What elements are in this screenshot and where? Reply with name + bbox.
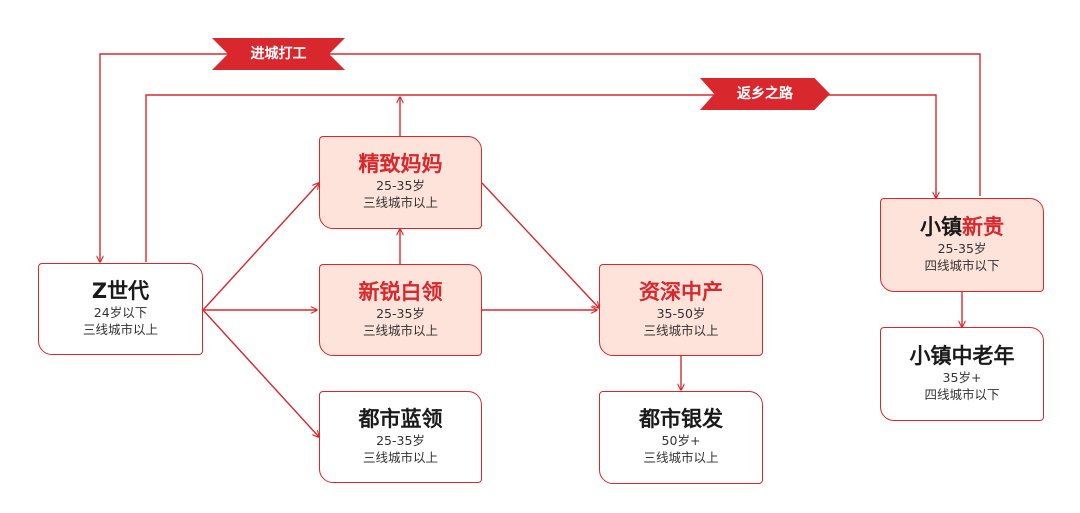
node-title: 精致妈妈: [358, 152, 443, 176]
node-region: 三线城市以上: [82, 322, 158, 337]
node-refined-moms: 精致妈妈 25-35岁 三线城市以上: [319, 136, 482, 229]
node-region: 四线城市以下: [924, 387, 1000, 402]
node-title-part-a: 小镇: [920, 215, 962, 239]
node-region: 三线城市以上: [362, 450, 438, 465]
node-age: 35-50岁: [656, 306, 706, 321]
node-title: 新锐白领: [358, 280, 443, 304]
node-region: 三线城市以上: [362, 195, 438, 210]
node-region: 三线城市以上: [362, 323, 438, 338]
node-title: 小镇新贵: [881, 214, 1043, 240]
node-age: 35岁+: [942, 370, 982, 385]
banner-to-city: 进城打工: [212, 38, 345, 70]
node-region: 三线城市以上: [643, 450, 719, 465]
arrow-genz-to-blue: [202, 309, 319, 437]
node-age: 25-35岁: [376, 178, 425, 193]
banner-to-home: 返乡之路: [700, 78, 830, 110]
arrow-town-to-genz: [100, 53, 981, 262]
node-gen-z: Z世代 24岁以下 三线城市以上: [38, 263, 203, 355]
node-age: 25-35岁: [376, 306, 425, 321]
node-region: 三线城市以上: [643, 323, 719, 338]
node-title: 都市银发: [639, 407, 723, 431]
arrow-genz-to-moms: [202, 183, 319, 311]
node-title: 都市蓝领: [358, 407, 443, 431]
node-title-part-b: 新贵: [962, 215, 1004, 239]
node-town-new-rich: 小镇新贵 25-35岁 四线城市以下: [880, 198, 1044, 292]
node-town-elderly: 小镇中老年 35岁+ 四线城市以下: [880, 327, 1044, 421]
node-age: 25-35岁: [937, 241, 987, 256]
node-title: 小镇中老年: [909, 344, 1015, 368]
node-region: 四线城市以下: [924, 258, 1000, 273]
node-age: 24岁以下: [93, 305, 148, 320]
node-new-white-collar: 新锐白领 25-35岁 三线城市以上: [319, 264, 482, 356]
node-urban-blue-collar: 都市蓝领 25-35岁 三线城市以上: [319, 391, 482, 483]
node-urban-silver: 都市银发 50岁+ 三线城市以上: [599, 391, 763, 484]
node-title: Z世代: [91, 279, 150, 303]
node-age: 50岁+: [661, 433, 701, 448]
node-title: 资深中产: [639, 280, 723, 304]
node-senior-middle-class: 资深中产 35-50岁 三线城市以上: [599, 264, 763, 356]
node-age: 25-35岁: [376, 433, 425, 448]
arrow-genz-to-town: [145, 94, 936, 262]
arrow-moms-to-senior: [481, 182, 599, 308]
